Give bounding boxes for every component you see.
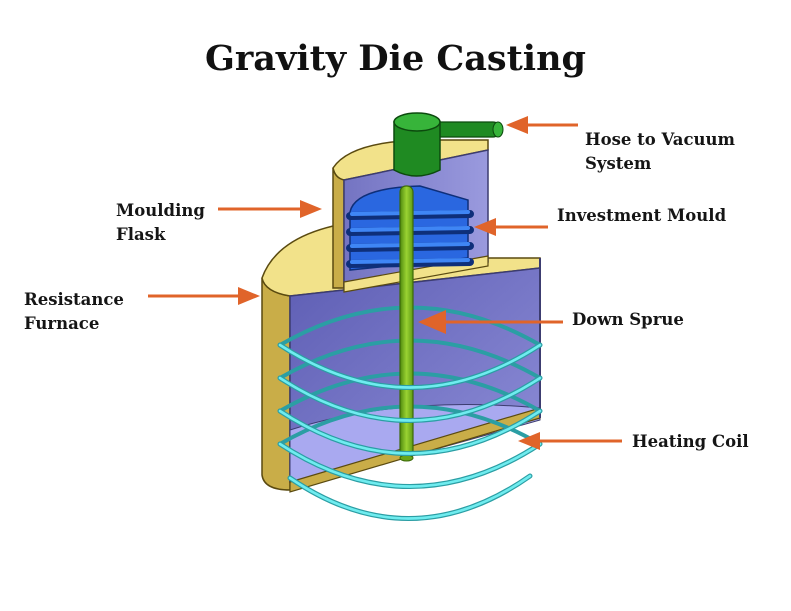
label-resistance-line-2: Furnace	[24, 314, 100, 333]
label-hose-line-2: System	[585, 154, 652, 173]
label-moulding-line-1: Moulding	[116, 201, 205, 220]
arrow-resistance-furnace	[148, 287, 260, 305]
flask-outer-wall	[332, 167, 345, 289]
pointer-arrows	[148, 116, 622, 450]
arrow-moulding-flask	[218, 200, 322, 218]
label-hose-line-1: Hose to Vacuum	[585, 130, 735, 149]
label-investment-line-1: Investment Mould	[557, 206, 727, 225]
label-sprue-line-1: Down Sprue	[572, 310, 684, 329]
label-resistance-line-1: Resistance	[24, 290, 124, 309]
heating-coil	[277, 342, 543, 521]
label-resistance-furnace: Resistance Furnace	[24, 288, 124, 336]
label-investment-mould: Investment Mould	[557, 204, 726, 228]
diagram-title: Gravity Die Casting	[204, 38, 587, 79]
arrow-hose	[506, 116, 578, 134]
vacuum-hose	[393, 112, 504, 177]
label-heating-coil: Heating Coil	[632, 430, 749, 454]
arrow-investment-mould	[474, 218, 548, 236]
label-moulding-line-2: Flask	[116, 225, 166, 244]
label-moulding-flask: Moulding Flask	[116, 199, 205, 247]
label-coil-line-1: Heating Coil	[632, 432, 749, 451]
label-down-sprue: Down Sprue	[572, 308, 684, 332]
arrow-heating-coil	[518, 432, 622, 450]
arrow-down-sprue	[418, 310, 563, 334]
label-hose-to-vacuum: Hose to Vacuum System	[585, 128, 735, 176]
